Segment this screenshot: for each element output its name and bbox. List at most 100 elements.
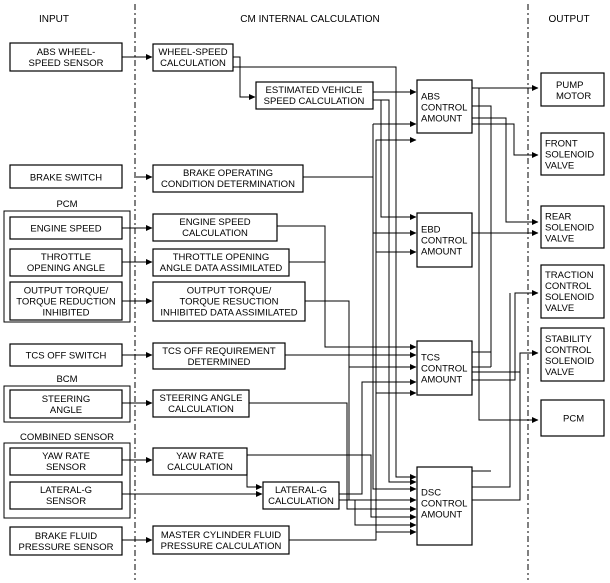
box-label-line: ESTIMATED VEHICLE xyxy=(266,85,363,96)
box-label-line: DETERMINED xyxy=(188,357,251,368)
box-label-line: VALVE xyxy=(545,303,574,314)
box-label-line: ABS xyxy=(421,92,440,103)
box-label-line: CONTROL xyxy=(421,103,467,114)
box-label-line: ABS WHEEL- xyxy=(37,47,96,58)
box-label-line: TORQUE REDUCTION xyxy=(16,297,116,308)
box-label-line: STABILITY xyxy=(545,334,592,345)
box-label-line: MOTOR xyxy=(556,91,591,102)
output-pcm: PCM xyxy=(540,399,605,437)
box-label-line: REAR xyxy=(545,212,572,223)
box-label-line: BRAKE SWITCH xyxy=(30,173,102,184)
box-label-line: YAW RATE xyxy=(176,451,224,462)
input-header: INPUT xyxy=(39,14,69,25)
box-label-line: THROTTLE xyxy=(41,252,91,263)
box-label-line: STEERING ANGLE xyxy=(160,393,243,404)
box-label-line: CALCULATION xyxy=(168,404,234,415)
box-label-line: ENGINE SPEED xyxy=(30,224,101,235)
box-label-line: SOLENOID xyxy=(545,223,594,234)
output-header: OUTPUT xyxy=(548,14,589,25)
box-label-line: VALVE xyxy=(545,234,574,245)
box-label-line: OUTPUT TORQUE/ xyxy=(24,286,109,297)
box-label-line: BRAKE FLUID xyxy=(35,531,97,542)
box-label: ENGINE SPEED xyxy=(30,224,101,235)
box-label-line: AMOUNT xyxy=(421,375,462,386)
box-label-line: CONDITION DETERMINATION xyxy=(161,179,295,190)
box-label-line: SPEED CALCULATION xyxy=(264,96,365,107)
box-label-line: TORQUE RESUCTION xyxy=(179,297,278,308)
box-label-line: CALCULATION xyxy=(268,496,334,507)
box-label-line: CONTROL xyxy=(545,281,591,292)
box-label-line: LATERAL-G xyxy=(275,485,327,496)
box-label-line: SOLENOID xyxy=(545,150,594,161)
box-label-line: WHEEL-SPEED xyxy=(158,47,227,58)
box-label-line: PCM xyxy=(563,414,584,425)
box-label-line: CALCULATION xyxy=(160,58,226,69)
box-label: ABS WHEEL-SPEED SENSOR xyxy=(29,47,104,69)
box-label-line: AMOUNT xyxy=(421,510,462,521)
input-tcs-off-switch: TCS OFF SWITCH xyxy=(9,343,123,367)
box-label-line: FRONT xyxy=(545,139,578,150)
box-label-line: TCS OFF SWITCH xyxy=(26,351,107,362)
box-label-line: OPENING ANGLE xyxy=(27,263,105,274)
box-label-line: MASTER CYLINDER FLUID xyxy=(161,530,281,541)
pcm-group-label: PCM xyxy=(56,199,77,210)
box-label-line: THROTTLE OPENING xyxy=(173,252,270,263)
pcm-group-frame xyxy=(3,210,131,323)
box-label-line: SENSOR xyxy=(46,462,86,473)
box-label: PCM xyxy=(563,414,584,425)
input-engine-speed: ENGINE SPEED xyxy=(9,216,123,240)
box-label-line: CONTROL xyxy=(421,236,467,247)
box-label-line: TCS xyxy=(421,353,440,364)
box-label-line: CONTROL xyxy=(421,499,467,510)
box-label-line: TRACTION xyxy=(545,270,594,281)
bcm-group-frame xyxy=(3,385,131,423)
box-label-line: ENGINE SPEED xyxy=(179,217,250,228)
calc-header: CM INTERNAL CALCULATION xyxy=(240,14,379,25)
box-label-line: VALVE xyxy=(545,161,574,172)
box-label-line: AMOUNT xyxy=(421,114,462,125)
box-label-line: CALCULATION xyxy=(182,228,248,239)
box-label-line: INHIBITED DATA ASSIMILATED xyxy=(160,308,297,319)
box-label-line: SPEED SENSOR xyxy=(29,58,104,69)
box-label-line: SENSOR xyxy=(46,496,86,507)
box-label-line: ANGLE xyxy=(50,405,82,416)
box-label-line: CALCULATION xyxy=(167,462,233,473)
box-label: TCS OFF SWITCH xyxy=(26,351,107,362)
box-label-line: TCS OFF REQUIREMENT xyxy=(162,346,276,357)
box-label-line: OUTPUT TORQUE/ xyxy=(187,286,272,297)
